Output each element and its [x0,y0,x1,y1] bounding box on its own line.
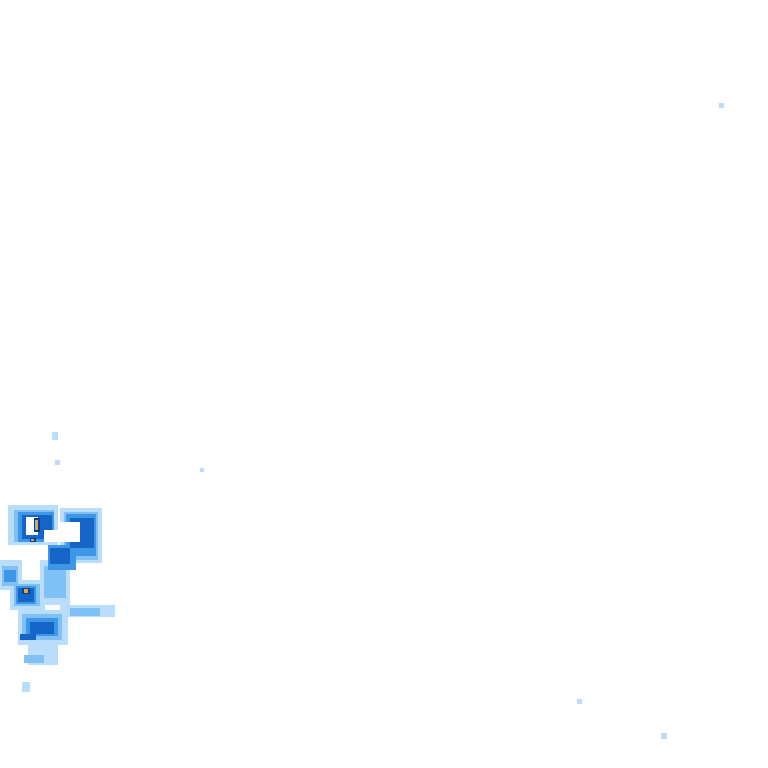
echo-intense [24,520,38,593]
precipitation-echoes [0,103,724,739]
